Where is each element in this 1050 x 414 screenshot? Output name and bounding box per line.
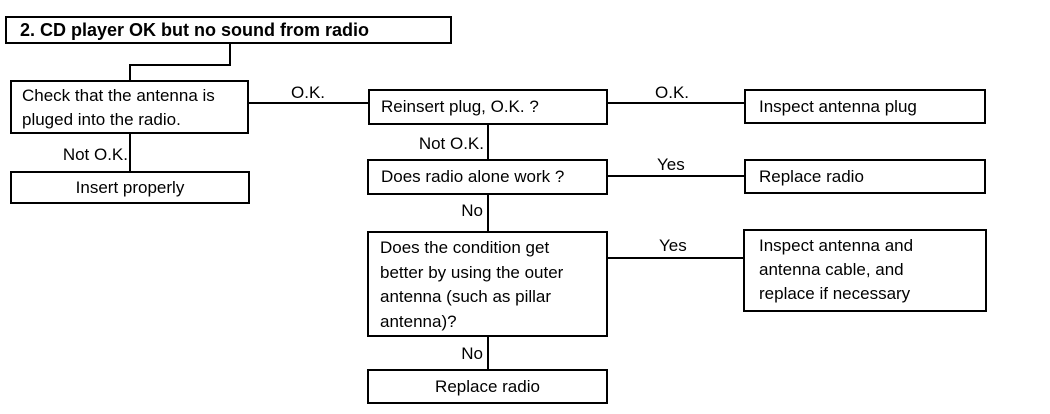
node-does-radio-alone-work: Does radio alone work ? xyxy=(367,159,608,195)
edge-label-yes-2: Yes xyxy=(659,236,687,255)
edge-label-not-ok-2: Not O.K. xyxy=(395,134,484,153)
edge-label-no-1: No xyxy=(423,201,483,220)
node-replace-radio-right-label: Replace radio xyxy=(759,166,864,186)
connector-check-to-reinsert xyxy=(248,102,369,104)
edge-label-not-ok-1: Not O.K. xyxy=(38,145,128,164)
node-does-radio-alone-work-label: Does radio alone work ? xyxy=(381,167,565,186)
connector-does-radio-to-replace xyxy=(607,175,745,177)
connector-condition-to-inspect-cable xyxy=(607,257,744,259)
node-insert-properly: Insert properly xyxy=(10,171,250,204)
node-reinsert-plug: Reinsert plug, O.K. ? xyxy=(368,89,608,125)
node-check-antenna: Check that the antenna is pluged into th… xyxy=(10,80,249,134)
connector-condition-to-replace xyxy=(487,336,489,370)
node-inspect-antenna-cable-label: Inspect antenna and antenna cable, and r… xyxy=(759,236,914,303)
node-replace-radio-right: Replace radio xyxy=(744,159,986,194)
connector-does-radio-to-condition xyxy=(487,194,489,232)
node-replace-radio-bottom: Replace radio xyxy=(367,369,608,404)
connector-title-down xyxy=(229,43,231,66)
connector-reinsert-to-inspect-plug xyxy=(607,102,745,104)
node-inspect-antenna-plug-label: Inspect antenna plug xyxy=(759,96,917,116)
flowchart-title-box: 2. CD player OK but no sound from radio xyxy=(5,16,452,44)
node-condition-better-label: Does the condition get better by using t… xyxy=(380,238,564,331)
node-inspect-antenna-plug: Inspect antenna plug xyxy=(744,89,986,124)
connector-title-elbow-down xyxy=(129,64,131,81)
node-reinsert-plug-label: Reinsert plug, O.K. ? xyxy=(381,97,539,116)
connector-check-to-insert xyxy=(129,133,131,172)
edge-label-yes-1: Yes xyxy=(657,155,685,174)
edge-label-ok-1: O.K. xyxy=(291,83,326,102)
flowchart-title: 2. CD player OK but no sound from radio xyxy=(20,20,370,40)
node-replace-radio-bottom-label: Replace radio xyxy=(435,376,540,396)
connector-title-elbow-horizontal xyxy=(129,64,231,66)
node-inspect-antenna-cable: Inspect antenna and antenna cable, and r… xyxy=(743,229,987,312)
edge-label-no-2: No xyxy=(423,344,483,363)
node-insert-properly-label: Insert properly xyxy=(75,177,185,197)
node-condition-better-outer-antenna: Does the condition get better by using t… xyxy=(367,231,608,337)
node-check-antenna-label: Check that the antenna is pluged into th… xyxy=(22,86,215,129)
connector-reinsert-to-does-radio xyxy=(487,124,489,160)
edge-label-ok-2: O.K. xyxy=(655,83,690,102)
